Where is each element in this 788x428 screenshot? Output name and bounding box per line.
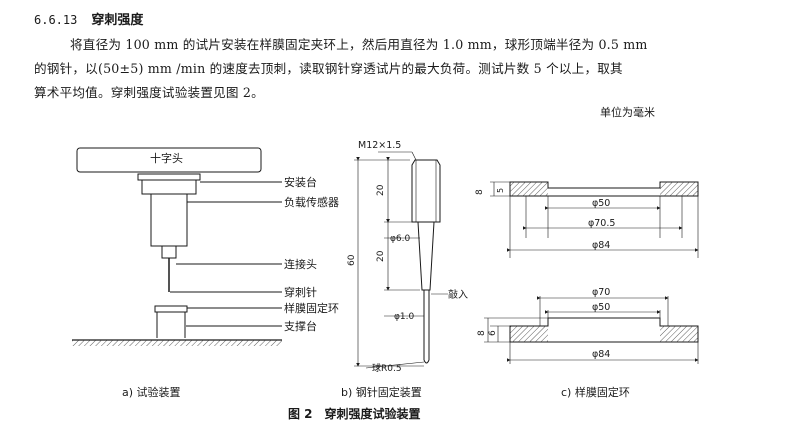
mount-plate <box>137 173 201 181</box>
dia-1-label: φ1.0 <box>394 312 415 322</box>
ball-radius-label: 球R0.5 <box>372 362 402 374</box>
bottom-dim-phi50: φ50 <box>592 302 610 313</box>
ground-hatch <box>72 340 282 346</box>
figure-b-needle-holder <box>354 151 448 369</box>
dim-20-top: 20 <box>376 184 386 196</box>
holder-taper <box>417 221 435 291</box>
load-sensor-label: 负载传感器 <box>284 195 339 209</box>
section-number: 6.6.13 <box>34 13 78 27</box>
figure-b-caption: b) 钢针固定装置 <box>341 385 422 399</box>
dim-60: 60 <box>347 254 357 266</box>
top-dim-phi705: φ70.5 <box>588 218 615 229</box>
press-fit-label: 敲入 <box>448 288 468 301</box>
bottom-dim-8: 8 <box>477 330 487 336</box>
sample-ring-label: 样膜固定环 <box>284 301 339 315</box>
load-sensor-body <box>150 193 188 247</box>
figure-caption: 图 2 穿刺强度试验装置 <box>288 406 421 421</box>
top-dim-8: 8 <box>475 189 485 195</box>
section-heading: 6.6.13 穿刺强度 <box>34 9 143 28</box>
top-dim-5: 5 <box>496 188 505 193</box>
bottom-dim-phi84: φ84 <box>592 349 610 360</box>
support-label: 支撑台 <box>284 319 317 333</box>
top-dim-phi50: φ50 <box>592 198 610 209</box>
dim-20-mid: 20 <box>376 250 386 262</box>
dia-6-label: φ6.0 <box>390 234 411 244</box>
figure-c-caption: c) 样膜固定环 <box>561 385 630 399</box>
figure-a-caption: a) 试验装置 <box>122 385 181 399</box>
thread-label: M12×1.5 <box>358 140 401 151</box>
unit-note: 单位为毫米 <box>600 106 655 119</box>
figure-a-apparatus <box>72 147 282 346</box>
ball-tip <box>423 359 430 364</box>
mount-plate-label: 安装台 <box>284 175 317 189</box>
connector-label: 连接头 <box>284 258 317 271</box>
bottom-dim-phi70: φ70 <box>592 287 610 298</box>
needle-label: 穿刺针 <box>284 285 317 299</box>
crosshead-label: 十字头 <box>150 151 183 165</box>
bottom-dim-6: 6 <box>488 330 498 336</box>
paragraph-line-2: 的钢针，以(50±5) mm /min 的速度去顶刺，读取钢针穿透试片的最大负荷… <box>34 61 623 76</box>
sample-ring-body <box>154 305 188 313</box>
connector-body <box>161 245 177 259</box>
mount-base <box>141 179 197 195</box>
paragraph-line-3: 算术平均值。穿刺强度试验装置见图 2。 <box>34 85 264 100</box>
section-title: 穿刺强度 <box>91 13 144 28</box>
top-dim-phi84: φ84 <box>592 240 610 251</box>
paragraph-line-1: 将直径为 100 mm 的试片安装在样膜固定夹环上，然后用直径为 1.0 mm，… <box>70 37 648 52</box>
figure-c-ring <box>484 181 699 364</box>
crosshead-beam <box>76 147 262 173</box>
